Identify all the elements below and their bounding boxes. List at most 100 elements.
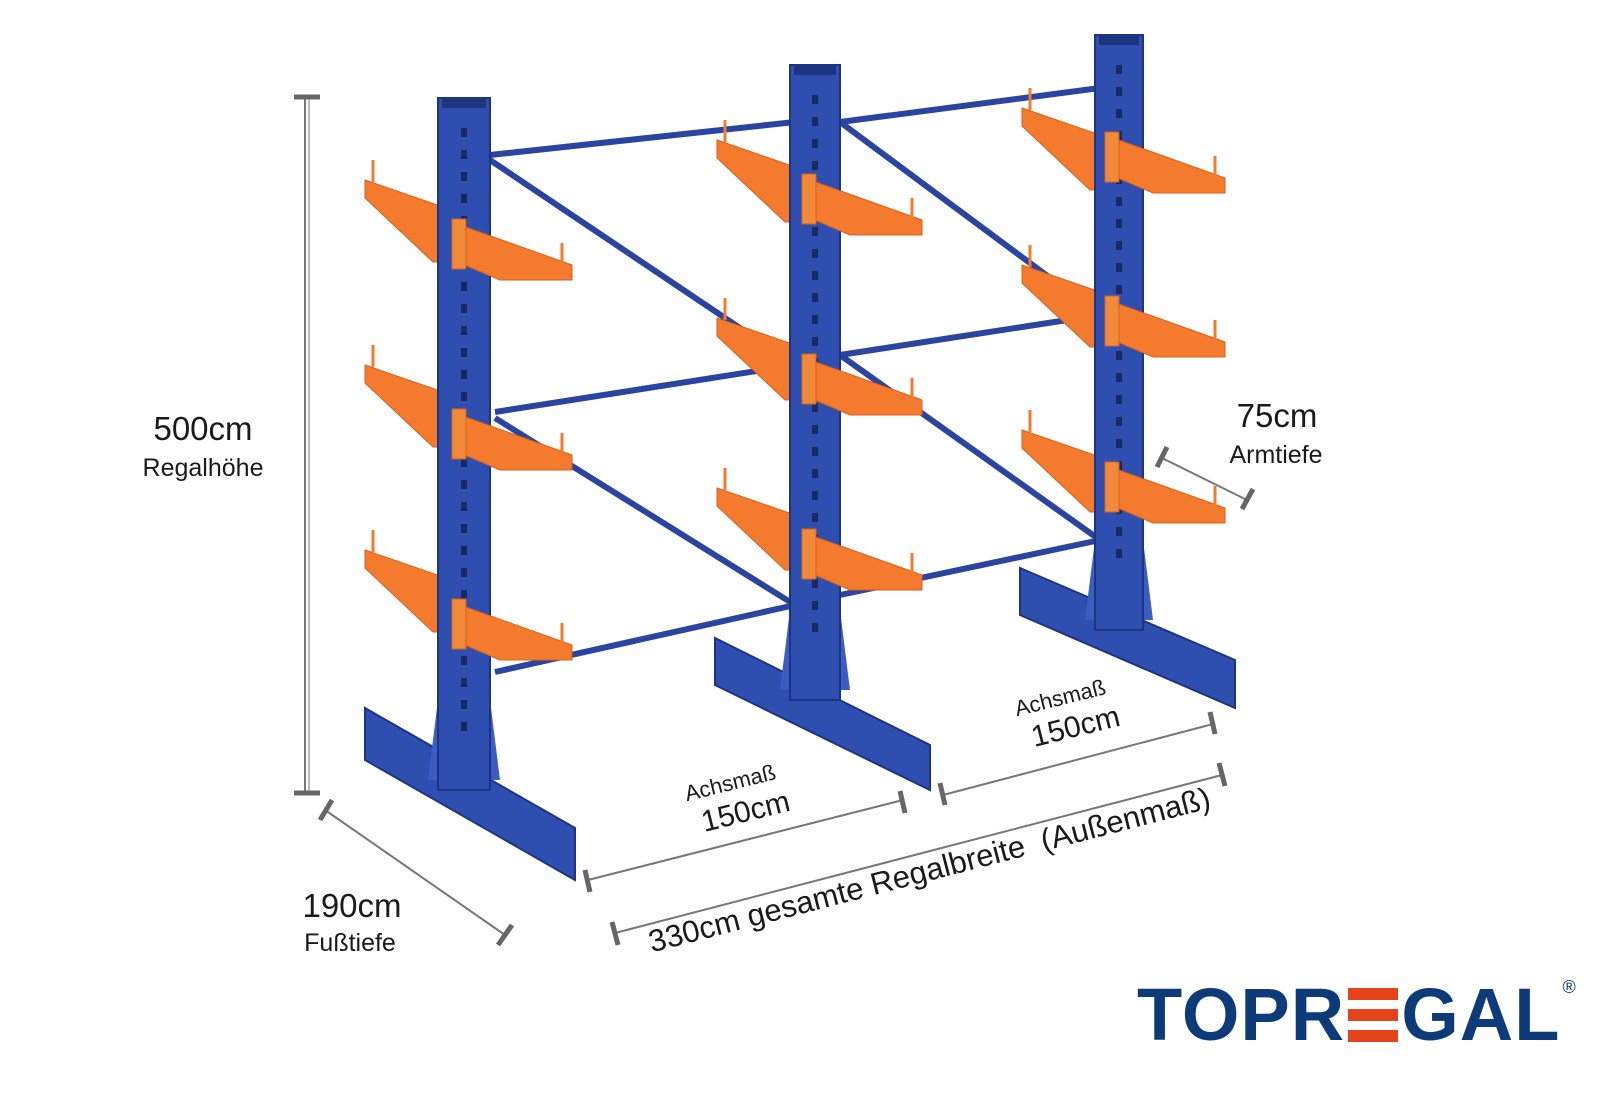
column-hole bbox=[812, 95, 818, 104]
cantilever-arm-back bbox=[364, 549, 447, 633]
arm-bracket bbox=[451, 598, 467, 650]
total-width-dimension-line bbox=[609, 762, 1228, 946]
logo-e-stripes bbox=[1348, 988, 1399, 1042]
height-label: Regalhöhe bbox=[143, 454, 264, 482]
column-hole bbox=[461, 656, 467, 665]
column-hole bbox=[812, 293, 818, 302]
column-hole bbox=[812, 491, 818, 500]
column-hole bbox=[812, 315, 818, 324]
logo-prefix: TOPR bbox=[1137, 973, 1346, 1056]
column-hole bbox=[812, 601, 818, 610]
dimension-lines bbox=[294, 94, 1256, 947]
logo-suffix: GAL bbox=[1401, 973, 1561, 1056]
column-hole bbox=[461, 370, 467, 379]
column-hole bbox=[461, 480, 467, 489]
column-hole bbox=[812, 337, 818, 346]
height-dimension-line bbox=[294, 94, 320, 796]
column-hole bbox=[461, 326, 467, 335]
column-hole bbox=[1116, 109, 1122, 118]
brace-bar bbox=[494, 362, 796, 415]
column-hole bbox=[1116, 527, 1122, 536]
column-hole bbox=[461, 392, 467, 401]
cantilever-arm-back bbox=[716, 317, 799, 401]
column-hole bbox=[812, 425, 818, 434]
registered-mark: ® bbox=[1562, 977, 1577, 997]
brace-bar bbox=[489, 119, 796, 158]
column-hole bbox=[812, 227, 818, 236]
column-hole bbox=[1116, 285, 1122, 294]
column-hole bbox=[812, 271, 818, 280]
arm-bracket bbox=[801, 528, 817, 580]
brace-bar bbox=[839, 85, 1101, 125]
column-hole bbox=[1116, 241, 1122, 250]
column-hole bbox=[461, 502, 467, 511]
column-hole bbox=[461, 546, 467, 555]
arm-bracket bbox=[1104, 131, 1120, 183]
arm-bracket bbox=[451, 218, 467, 270]
column-hole bbox=[461, 172, 467, 181]
column-hole bbox=[812, 139, 818, 148]
column-hole bbox=[461, 304, 467, 313]
brace-bar bbox=[839, 312, 1101, 358]
column-hole bbox=[461, 128, 467, 137]
arm-bracket bbox=[801, 353, 817, 405]
cantilever-arm-back bbox=[716, 487, 799, 571]
column-base bbox=[1019, 566, 1236, 710]
rack-structure bbox=[364, 34, 1236, 882]
cantilever-arm-back bbox=[364, 179, 447, 263]
arm-bracket bbox=[1104, 461, 1120, 513]
arm-depth-dimension-line bbox=[1154, 445, 1256, 511]
column-hole bbox=[1116, 395, 1122, 404]
column-top-cap bbox=[442, 98, 486, 108]
column-hole bbox=[1116, 439, 1122, 448]
column-hole bbox=[461, 590, 467, 599]
arm-bracket bbox=[451, 408, 467, 460]
column-hole bbox=[1116, 197, 1122, 206]
column-hole bbox=[461, 568, 467, 577]
cantilever-arm-back bbox=[716, 139, 799, 223]
column-hole bbox=[461, 458, 467, 467]
cantilever-arm-back bbox=[1021, 264, 1104, 348]
column-hole bbox=[1116, 351, 1122, 360]
arm-bracket bbox=[801, 173, 817, 225]
column-top-cap bbox=[794, 65, 836, 75]
arm-depth-label: Armtiefe bbox=[1229, 441, 1322, 469]
foot-depth-dimension-line bbox=[317, 798, 515, 947]
column-base bbox=[714, 636, 931, 792]
column-hole bbox=[1116, 219, 1122, 228]
column-top-cap bbox=[1099, 35, 1139, 45]
cantilever-arm-back bbox=[1021, 107, 1104, 191]
column-hole bbox=[1116, 65, 1122, 74]
column-hole bbox=[812, 513, 818, 522]
column-hole bbox=[461, 722, 467, 731]
column-hole bbox=[1116, 417, 1122, 426]
brace-bar bbox=[494, 602, 796, 675]
foot-depth-label: Fußtiefe bbox=[304, 929, 396, 957]
height-value: 500cm bbox=[153, 410, 252, 447]
column-hole bbox=[812, 403, 818, 412]
column-hole bbox=[812, 117, 818, 126]
axis-right-dimension-line bbox=[937, 711, 1218, 806]
column-hole bbox=[812, 447, 818, 456]
column-hole bbox=[461, 282, 467, 291]
column-base bbox=[364, 706, 576, 882]
cantilever-arm-back bbox=[1021, 429, 1104, 513]
column-hole bbox=[812, 579, 818, 588]
arm-depth-value: 75cm bbox=[1237, 397, 1318, 434]
arm-bracket bbox=[1104, 295, 1120, 347]
column-hole bbox=[461, 150, 467, 159]
column-hole bbox=[461, 348, 467, 357]
column-hole bbox=[461, 678, 467, 687]
foot-depth-value: 190cm bbox=[302, 887, 401, 924]
column-hole bbox=[812, 249, 818, 258]
topregal-logo: TOPR GAL ® bbox=[1137, 978, 1577, 1052]
column-hole bbox=[812, 623, 818, 632]
column-hole bbox=[461, 524, 467, 533]
column-hole bbox=[1116, 549, 1122, 558]
column-hole bbox=[461, 194, 467, 203]
axis-left-dimension-line bbox=[582, 790, 908, 893]
column-hole bbox=[461, 700, 467, 709]
column-hole bbox=[1116, 373, 1122, 382]
column-hole bbox=[1116, 263, 1122, 272]
